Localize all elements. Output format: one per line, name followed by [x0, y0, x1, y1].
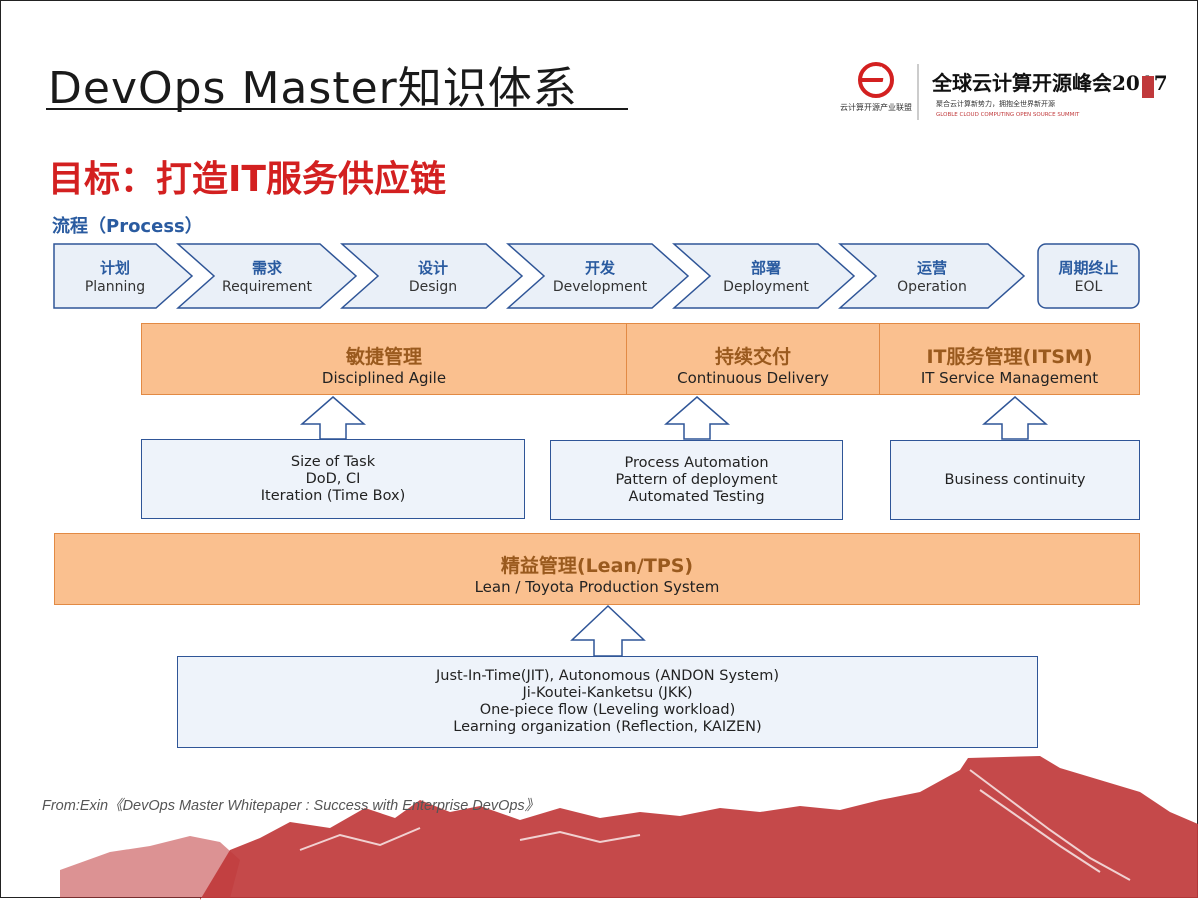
- stage-eol-zh: 周期终止: [1058, 259, 1119, 277]
- itsm-practice-line: Business continuity: [944, 471, 1086, 488]
- cd-practice-line: Automated Testing: [628, 488, 765, 505]
- chevron-deployment: [672, 243, 856, 309]
- stage-design-en: Design: [408, 279, 458, 295]
- stage-design-zh: 设计: [417, 259, 448, 277]
- slide-subtitle: 目标：打造IT服务供应链: [48, 159, 446, 200]
- disciplined-agile-box: 敏捷管理 Disciplined Agile: [141, 323, 627, 395]
- stage-operation: 运营 Operation: [864, 258, 1000, 302]
- chevron-design: [340, 243, 524, 309]
- disciplined-agile-en: Disciplined Agile: [321, 369, 447, 387]
- stage-planning-en: Planning: [84, 279, 146, 295]
- continuous-delivery-box: 持续交付 Continuous Delivery: [626, 323, 880, 395]
- stage-development: 开发 Development: [532, 258, 668, 302]
- logo-org-text: 云计算开源产业联盟: [840, 102, 912, 112]
- cd-practice-line: Process Automation: [624, 454, 769, 471]
- itsm-en: IT Service Management: [920, 369, 1099, 387]
- itsm-zh: IT服务管理(ITSM): [926, 346, 1093, 368]
- stage-deployment-zh: 部署: [750, 259, 781, 277]
- lean-practice-line: Just-In-Time(JIT), Autonomous (ANDON Sys…: [436, 668, 779, 684]
- stage-planning: 计划 Planning: [60, 258, 170, 302]
- title-underline: [46, 108, 628, 110]
- continuous-delivery-zh: 持续交付: [714, 346, 791, 368]
- arrow-up-itsm-icon: [981, 396, 1049, 440]
- chevron-requirement: [176, 243, 358, 309]
- agile-practice-line: DoD, CI: [305, 470, 361, 487]
- stage-development-zh: 开发: [584, 259, 615, 277]
- cd-practice-line: Pattern of deployment: [615, 471, 778, 488]
- chevron-operation: [838, 243, 1026, 309]
- logo-tagline-cn: 聚合云计算新势力，拥抱全世界新开源: [936, 99, 1055, 108]
- itsm-box: IT服务管理(ITSM) IT Service Management: [879, 323, 1140, 395]
- agile-practices-box: Size of Task DoD, CI Iteration (Time Box…: [141, 439, 525, 519]
- logo-tagline-en: GLOBLE CLOUD COMPUTING OPEN SOURCE SUMMI…: [936, 112, 1080, 118]
- process-label: 流程（Process）: [52, 216, 203, 237]
- eol-box: [1037, 243, 1140, 309]
- stage-operation-zh: 运营: [916, 259, 947, 277]
- stage-development-en: Development: [552, 279, 648, 295]
- stage-operation-en: Operation: [897, 279, 967, 295]
- stage-deployment-en: Deployment: [723, 279, 809, 295]
- lean-en: Lean / Toyota Production System: [474, 578, 720, 596]
- itsm-practices-box: Business continuity: [890, 440, 1140, 520]
- chevron-planning: [53, 243, 194, 309]
- alliance-logo-icon: [858, 62, 894, 98]
- stage-design: 设计 Design: [366, 258, 500, 302]
- continuous-delivery-en: Continuous Delivery: [677, 369, 829, 387]
- summit-logo: 云计算开源产业联盟 全球云计算开源峰会2017 聚合云计算新势力，拥抱全世界新开…: [840, 62, 1168, 120]
- agile-practice-line: Iteration (Time Box): [260, 487, 406, 504]
- lean-zh: 精益管理(Lean/TPS): [500, 555, 694, 577]
- stage-requirement-zh: 需求: [251, 259, 282, 277]
- lean-practice-line: One-piece flow (Leveling workload): [479, 702, 736, 718]
- lean-practice-line: Learning organization (Reflection, KAIZE…: [453, 719, 762, 735]
- lean-practices-box: Just-In-Time(JIT), Autonomous (ANDON Sys…: [177, 656, 1038, 748]
- lean-practice-line: Ji-Koutei-Kanketsu (JKK): [522, 685, 693, 701]
- arrow-up-cd-icon: [663, 396, 731, 440]
- logo-summit-text: 全球云计算开源峰会2017: [931, 71, 1168, 95]
- lean-box: 精益管理(Lean/TPS) Lean / Toyota Production …: [54, 533, 1140, 605]
- stage-deployment: 部署 Deployment: [698, 258, 834, 302]
- stage-eol-en: EOL: [1074, 279, 1103, 295]
- slide-title: DevOps Master知识体系: [48, 63, 578, 114]
- stage-requirement-en: Requirement: [221, 279, 313, 295]
- chevron-development: [506, 243, 690, 309]
- stage-requirement: 需求 Requirement: [200, 258, 334, 302]
- disciplined-agile-zh: 敏捷管理: [345, 346, 422, 368]
- stage-planning-zh: 计划: [99, 259, 130, 277]
- stage-eol: 周期终止 EOL: [1038, 258, 1139, 302]
- cd-practices-box: Process Automation Pattern of deployment…: [550, 440, 843, 520]
- source-citation: From:Exin《DevOps Master Whitepaper : Suc…: [42, 798, 540, 814]
- agile-practice-line: Size of Task: [290, 453, 376, 470]
